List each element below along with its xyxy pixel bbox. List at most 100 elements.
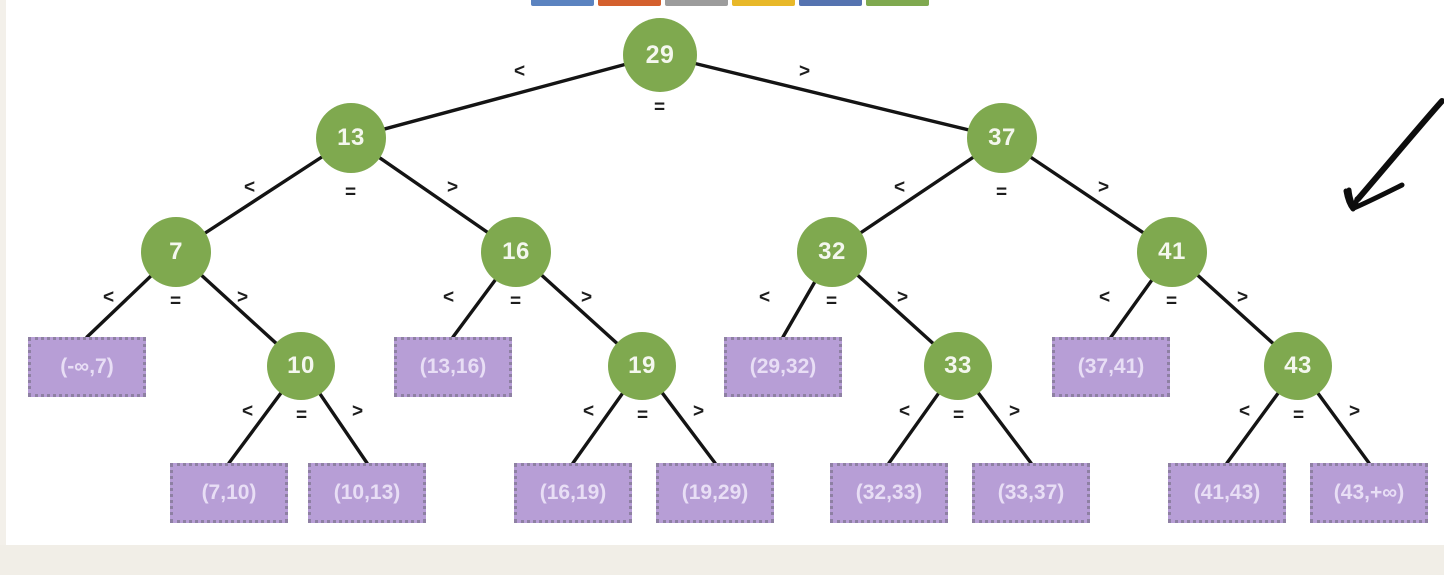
tree-node-label: 13: [337, 124, 365, 151]
edges-group: [85, 61, 1371, 465]
tree-node-32[interactable]: 32: [797, 217, 867, 287]
tree-node-label: 37: [988, 124, 1016, 151]
tree-node-7[interactable]: 7: [141, 217, 211, 287]
edge-label-lt: <: [894, 177, 906, 198]
tree-node-43[interactable]: 43: [1264, 332, 1332, 400]
edge-label-lt: <: [1099, 287, 1111, 308]
tree-edge: [376, 155, 491, 235]
tree-leaf-label: (10,13): [333, 481, 401, 504]
edge-label-eq: =: [654, 97, 666, 118]
edge-label-gt: >: [352, 401, 364, 422]
tree-edge: [227, 389, 284, 465]
edge-label-lt: <: [759, 287, 771, 308]
tree-leaf-l3[interactable]: (29,32): [724, 337, 842, 397]
edge-label-eq: =: [953, 405, 965, 426]
legend-strip: [6, 0, 1444, 9]
tree-leaf-l10[interactable]: (33,37): [972, 463, 1090, 523]
tree-edge: [451, 276, 499, 339]
tree-leaf-label: (41,43): [1193, 481, 1261, 504]
tree-edge: [1109, 277, 1155, 339]
tree-edge: [887, 390, 942, 465]
tree-node-33[interactable]: 33: [924, 332, 992, 400]
edge-label-gt: >: [1349, 401, 1361, 422]
tree-leaf-label: (33,37): [997, 481, 1065, 504]
edge-label-gt: >: [1237, 287, 1249, 308]
tree-node-19[interactable]: 19: [608, 332, 676, 400]
edge-label-eq: =: [826, 291, 838, 312]
edge-label-gt: >: [447, 177, 459, 198]
tree-leaf-l1[interactable]: (-∞,7): [28, 337, 146, 397]
slide-canvas: 29 13 37 7 16 32 41 10 19 33 43 (-∞,7) (13,16) (29,3…: [6, 0, 1444, 545]
edge-label-lt: <: [242, 401, 254, 422]
tree-leaf-label: (29,32): [749, 355, 817, 378]
page-bottom-band: [0, 545, 1444, 575]
tree-leaf-l7[interactable]: (16,19): [514, 463, 632, 523]
legend-bar-green: [866, 0, 929, 6]
legend-bar-yellow: [732, 0, 795, 6]
tree-edge: [571, 390, 626, 465]
tree-edge: [659, 389, 717, 465]
legend-bar-indigo: [799, 0, 862, 6]
edge-label-eq: =: [996, 182, 1008, 203]
tree-edge: [538, 272, 620, 347]
edge-label-lt: <: [583, 401, 595, 422]
tree-edge: [1027, 154, 1147, 236]
tree-edge: [1194, 272, 1276, 347]
tree-node-label: 29: [645, 40, 675, 69]
tree-node-label: 41: [1158, 238, 1186, 265]
tree-edge: [692, 61, 972, 132]
edge-label-lt: <: [103, 287, 115, 308]
edge-label-lt: <: [443, 287, 455, 308]
tree-leaf-label: (32,33): [855, 481, 923, 504]
tree-edge: [857, 154, 977, 236]
tree-leaf-label: (-∞,7): [60, 355, 114, 378]
edge-label-gt: >: [1009, 401, 1021, 422]
edge-label-eq: =: [1166, 291, 1178, 312]
edge-label-gt: >: [897, 287, 909, 308]
tree-leaf-l2[interactable]: (13,16): [394, 337, 512, 397]
tree-leaf-label: (19,29): [681, 481, 749, 504]
tree-edge: [198, 272, 280, 347]
tree-leaf-l4[interactable]: (37,41): [1052, 337, 1170, 397]
tree-leaf-l8[interactable]: (19,29): [656, 463, 774, 523]
tree-node-label: 7: [169, 238, 183, 265]
tree-node-label: 32: [818, 238, 846, 265]
tree-leaf-label: (37,41): [1077, 355, 1145, 378]
tree-node-label: 19: [628, 352, 656, 379]
tree-edge: [854, 272, 936, 347]
legend-bar-gray: [665, 0, 728, 6]
tree-node-29[interactable]: 29: [623, 18, 697, 92]
tree-edge: [85, 273, 154, 339]
tree-leaf-l5[interactable]: (7,10): [170, 463, 288, 523]
tree-leaf-l6[interactable]: (10,13): [308, 463, 426, 523]
tree-node-13[interactable]: 13: [316, 103, 386, 173]
edge-label-eq: =: [296, 405, 308, 426]
edge-label-gt: >: [1098, 177, 1110, 198]
tree-edge: [381, 62, 628, 132]
tree-leaf-label: (13,16): [419, 355, 487, 378]
edge-label-gt: >: [581, 287, 593, 308]
edge-label-lt: <: [244, 177, 256, 198]
tree-leaf-l9[interactable]: (32,33): [830, 463, 948, 523]
tree-edge: [201, 154, 326, 236]
tree-edge: [1315, 390, 1371, 465]
tree-leaf-l12[interactable]: (43,+∞): [1310, 463, 1428, 523]
tree-edge: [975, 389, 1033, 465]
edge-label-lt: <: [1239, 401, 1251, 422]
tree-node-41[interactable]: 41: [1137, 217, 1207, 287]
tree-leaf-l11[interactable]: (41,43): [1168, 463, 1286, 523]
tree-node-label: 16: [502, 238, 530, 265]
edge-label-eq: =: [637, 405, 649, 426]
edge-label-lt: <: [899, 401, 911, 422]
tree-edge: [781, 278, 818, 339]
edge-label-gt: >: [237, 287, 249, 308]
tree-node-label: 33: [944, 352, 972, 379]
tree-node-37[interactable]: 37: [967, 103, 1037, 173]
tree-node-16[interactable]: 16: [481, 217, 551, 287]
tree-leaf-label: (43,+∞): [1333, 481, 1405, 504]
tree-node-10[interactable]: 10: [267, 332, 335, 400]
tree-edge: [317, 390, 369, 465]
tree-node-label: 43: [1284, 352, 1312, 379]
edge-label-gt: >: [693, 401, 705, 422]
tree-edges-layer: [85, 61, 1371, 465]
